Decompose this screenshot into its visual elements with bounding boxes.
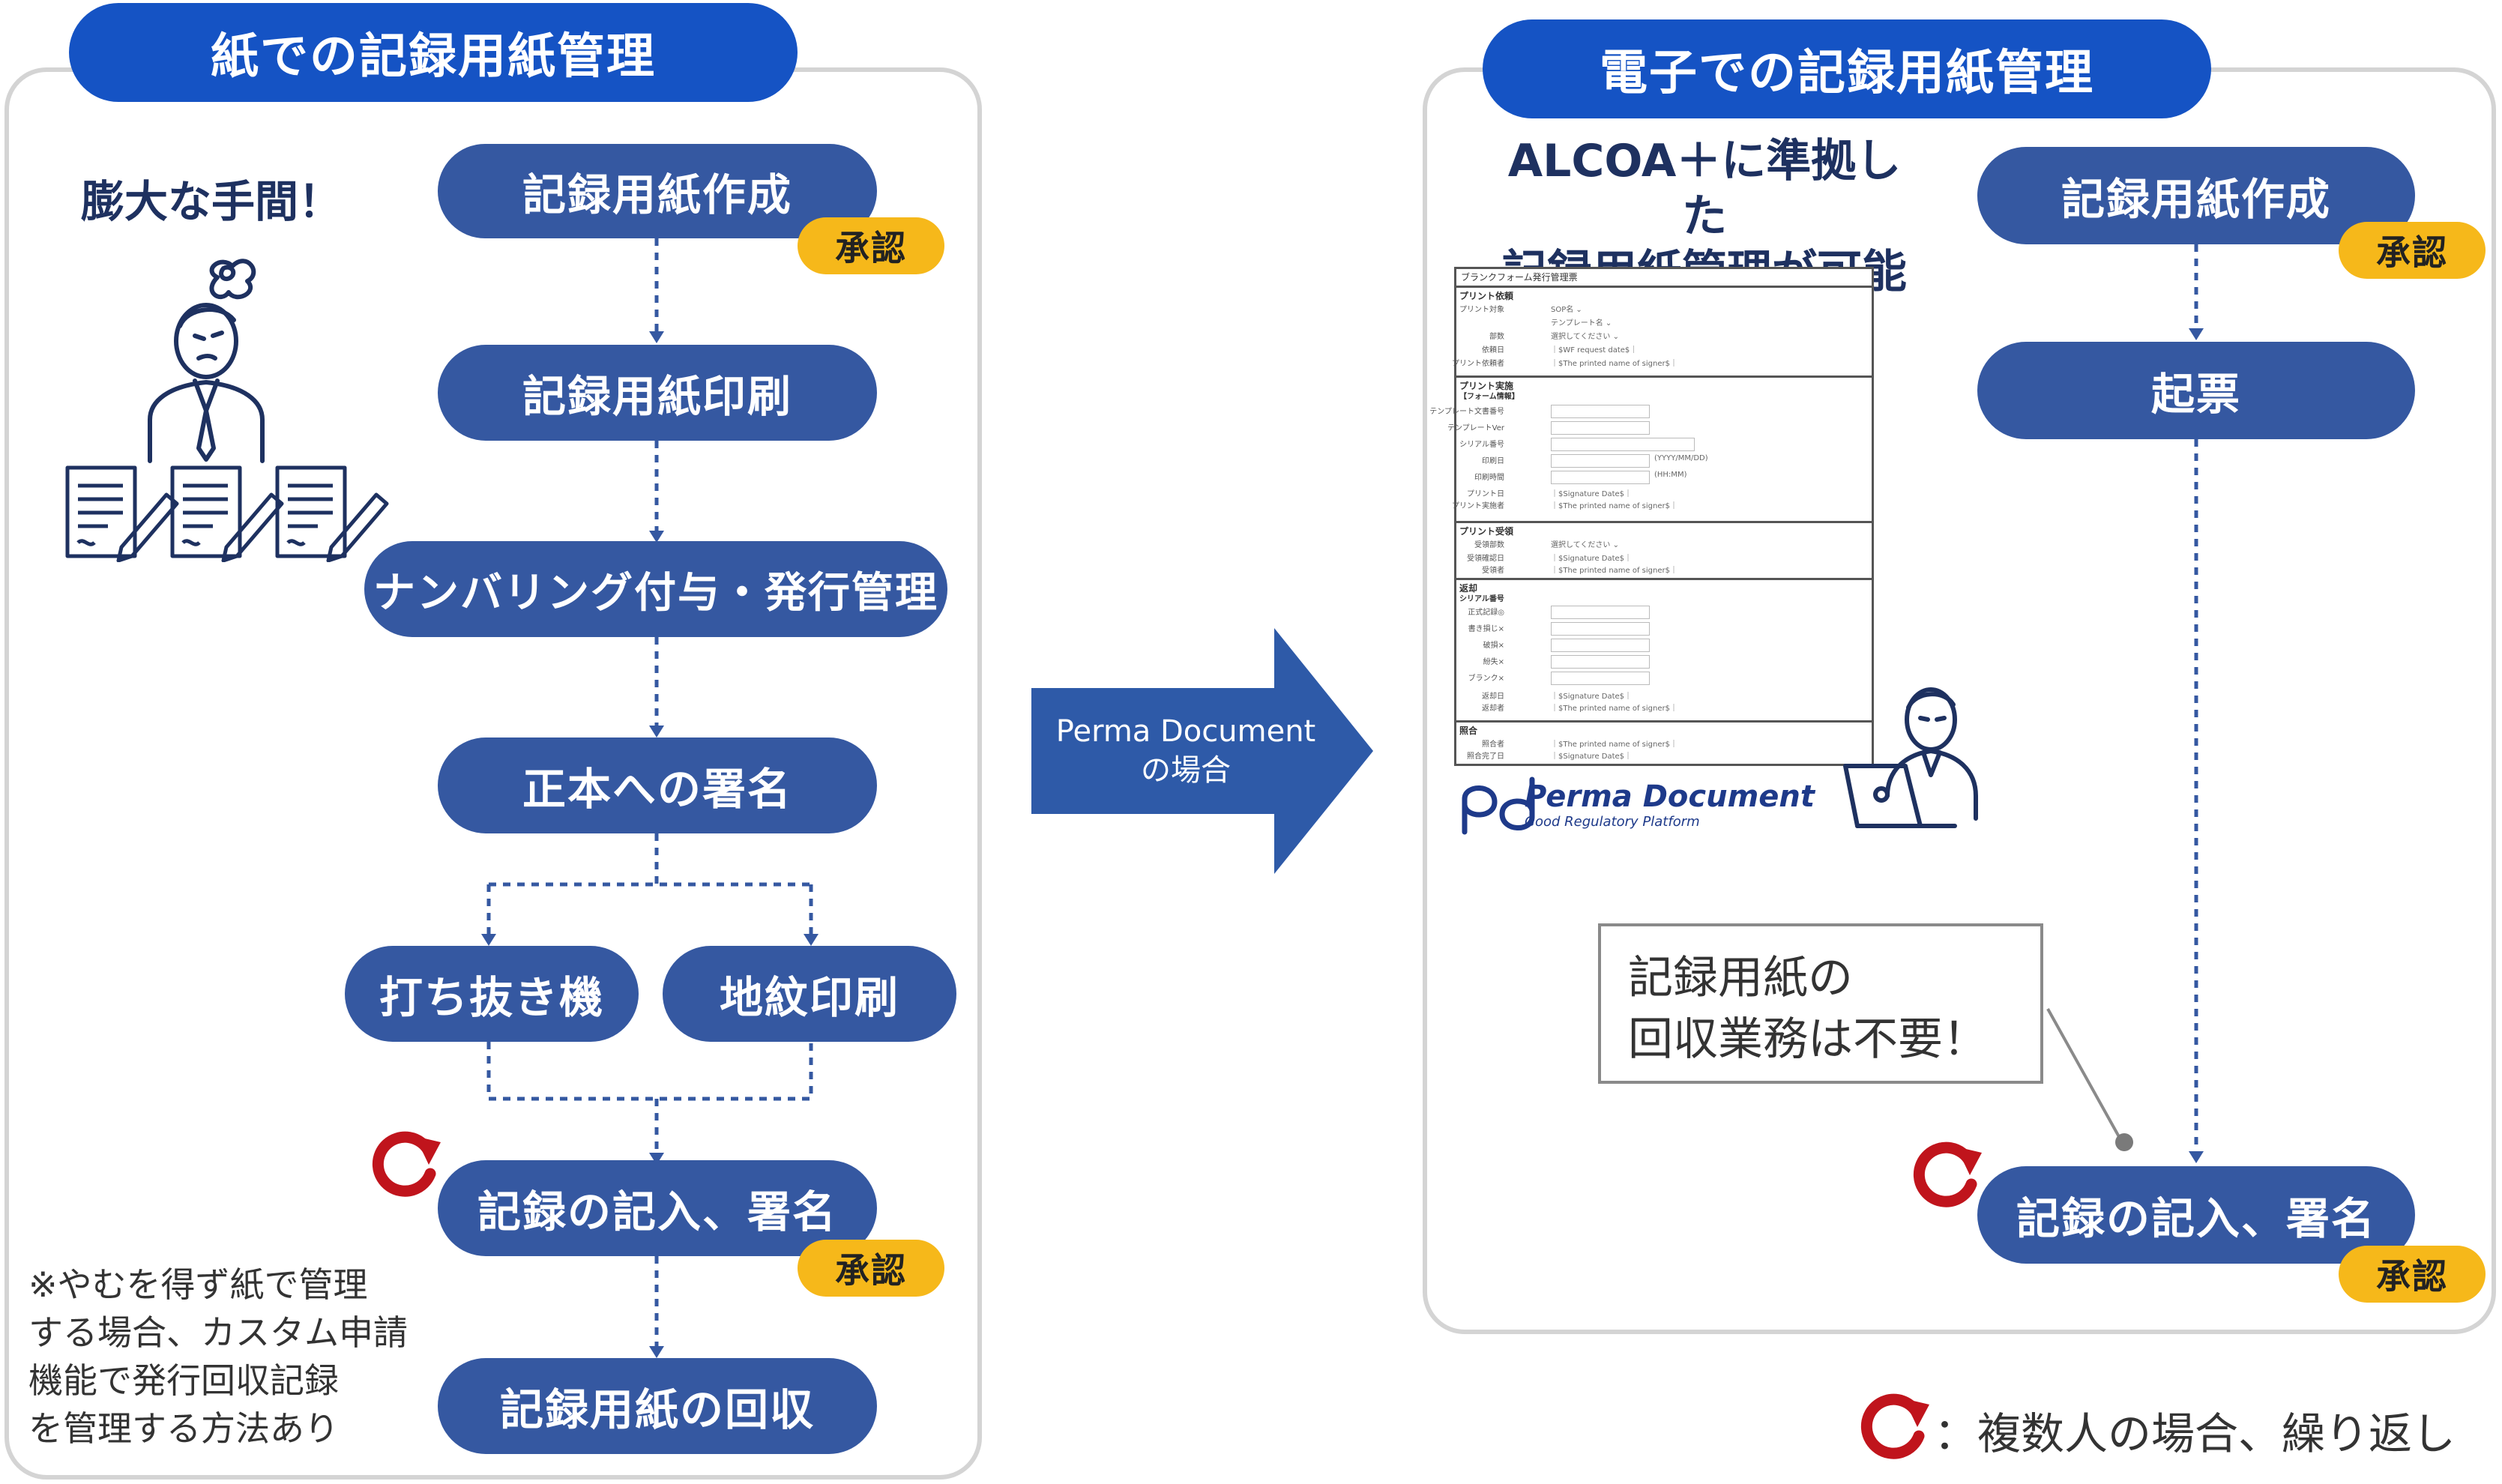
left-flow-connectors	[481, 238, 819, 1358]
repeat-arrow-icon	[1913, 1141, 1982, 1207]
approval-badge: 承認	[2339, 222, 2486, 279]
paper-management-title: 紙での記録用紙管理	[69, 3, 798, 102]
step-print-form: 記録用紙印刷	[438, 345, 877, 441]
step-punch-machine: 打ち抜き機	[345, 946, 639, 1042]
document-sign-icon	[65, 465, 179, 562]
step-create-form-electronic: 記録用紙作成	[1977, 147, 2415, 244]
repeat-arrow-icon	[1860, 1393, 1929, 1459]
document-sign-icon	[170, 465, 284, 562]
no-collection-callout: 記録用紙の 回収業務は不要！	[1598, 923, 2043, 1084]
electronic-management-title: 電子での記録用紙管理	[1483, 19, 2211, 118]
logo-tagline: Good Regulatory Platform	[1525, 814, 1700, 830]
effort-label: 膨大な手間！	[81, 176, 343, 227]
step-record-sign: 記録の記入、署名	[438, 1160, 877, 1256]
repeat-arrow-icon	[372, 1131, 441, 1197]
step-issue-ticket: 起票	[1977, 342, 2415, 439]
person-laptop-icon	[1843, 687, 1978, 828]
logo-name: Perma Document	[1525, 779, 1815, 814]
step-numbering: ナンバリング付与・発行管理	[364, 541, 947, 637]
document-sign-icon	[275, 465, 389, 562]
perma-document-logo	[1462, 776, 1535, 835]
worried-person-icon	[148, 259, 265, 463]
step-record-sign-electronic: 記録の記入、署名	[1977, 1166, 2415, 1264]
transition-arrow-label: Perma Document の場合	[1055, 714, 1316, 788]
approval-badge: 承認	[2339, 1246, 2486, 1303]
approval-badge: 承認	[798, 1240, 944, 1297]
step-collect-form: 記録用紙の回収	[438, 1358, 877, 1454]
step-create-form: 記録用紙作成	[438, 144, 877, 238]
paper-note: ※やむを得ず紙で管理 する場合、カスタム申請 機能で発行回収記録 を管理する方法…	[28, 1264, 408, 1449]
approval-badge: 承認	[798, 217, 944, 274]
repeat-legend: ：複数人の場合、繰り返し	[1934, 1408, 2456, 1459]
step-pattern-print: 地紋印刷	[663, 946, 956, 1042]
transition-arrow	[1031, 628, 1373, 874]
step-sign-original: 正本への署名	[438, 738, 877, 833]
